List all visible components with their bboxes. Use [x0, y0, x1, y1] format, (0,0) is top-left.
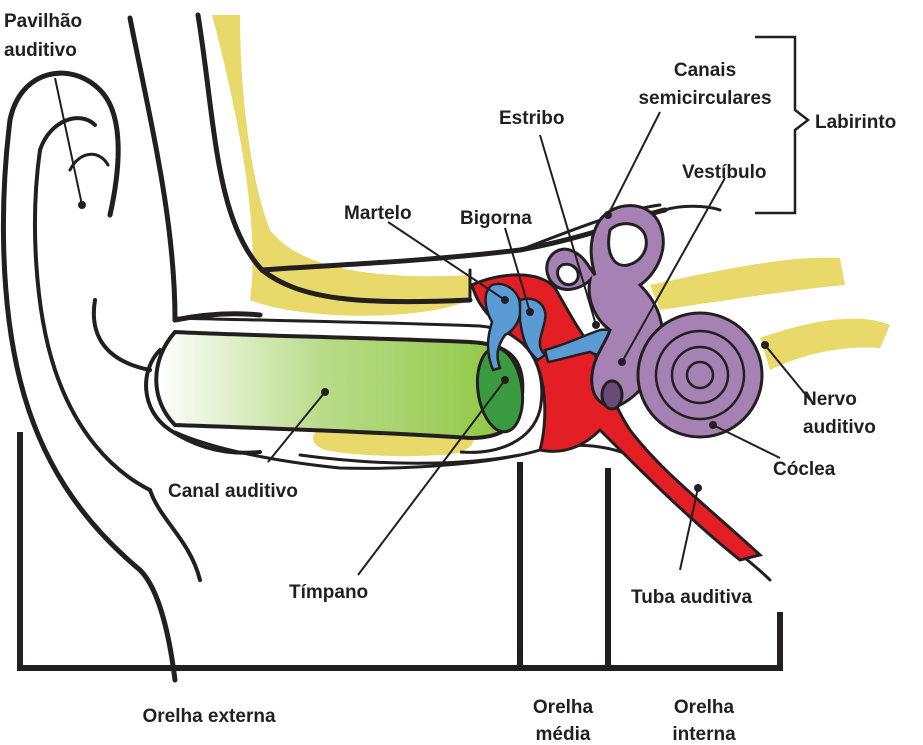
bar-orelha-interna — [608, 612, 780, 668]
label-bigorna: Bigorna — [460, 208, 532, 229]
leader-timpano-dot — [502, 377, 508, 383]
label-orelha-externa: Orelha externa — [142, 706, 275, 727]
label-coclea: Cóclea — [773, 459, 836, 480]
label-martelo: Martelo — [344, 203, 412, 224]
label-canal-auditivo: Canal auditivo — [168, 481, 298, 502]
leader-coclea-dot — [710, 422, 716, 428]
leader-bigorna-dot — [527, 309, 533, 315]
label-vestibulo: Vestíbulo — [682, 162, 766, 183]
leader-canais — [608, 112, 660, 215]
leader-pavilhao — [55, 78, 82, 205]
label-timpano: Tímpano — [289, 582, 368, 603]
label-nervo-2: auditivo — [803, 417, 876, 438]
label-estribo: Estribo — [499, 108, 564, 129]
label-pavilhao-1: Pavilhão — [4, 11, 82, 32]
leader-canais-dot — [605, 212, 611, 218]
label-labirinto: Labirinto — [815, 112, 896, 133]
label-orelha-interna-1: Orelha — [674, 697, 735, 718]
label-orelha-media-1: Orelha — [533, 697, 594, 718]
leader-estribo-dot — [593, 322, 599, 328]
leader-canal-dot — [322, 389, 328, 395]
bar-orelha-externa — [20, 432, 520, 668]
label-orelha-interna-2: interna — [672, 724, 736, 745]
leader-tuba-dot — [695, 485, 701, 491]
leader-martelo-dot — [502, 297, 508, 303]
label-pavilhao-2: auditivo — [4, 40, 77, 61]
bar-orelha-media — [520, 468, 608, 668]
label-canais-2: semicirculares — [638, 88, 771, 109]
labirinto-bracket — [755, 37, 808, 213]
label-canais-1: Canais — [674, 60, 736, 81]
leader-coclea — [713, 425, 780, 458]
leader-pavilhao-dot — [79, 202, 85, 208]
leader-vestibulo-dot — [619, 359, 625, 365]
label-tuba-auditiva: Tuba auditiva — [631, 587, 752, 608]
label-orelha-media-2: média — [536, 724, 591, 745]
leader-nervo-dot — [762, 342, 768, 348]
label-nervo-1: Nervo — [803, 389, 857, 410]
